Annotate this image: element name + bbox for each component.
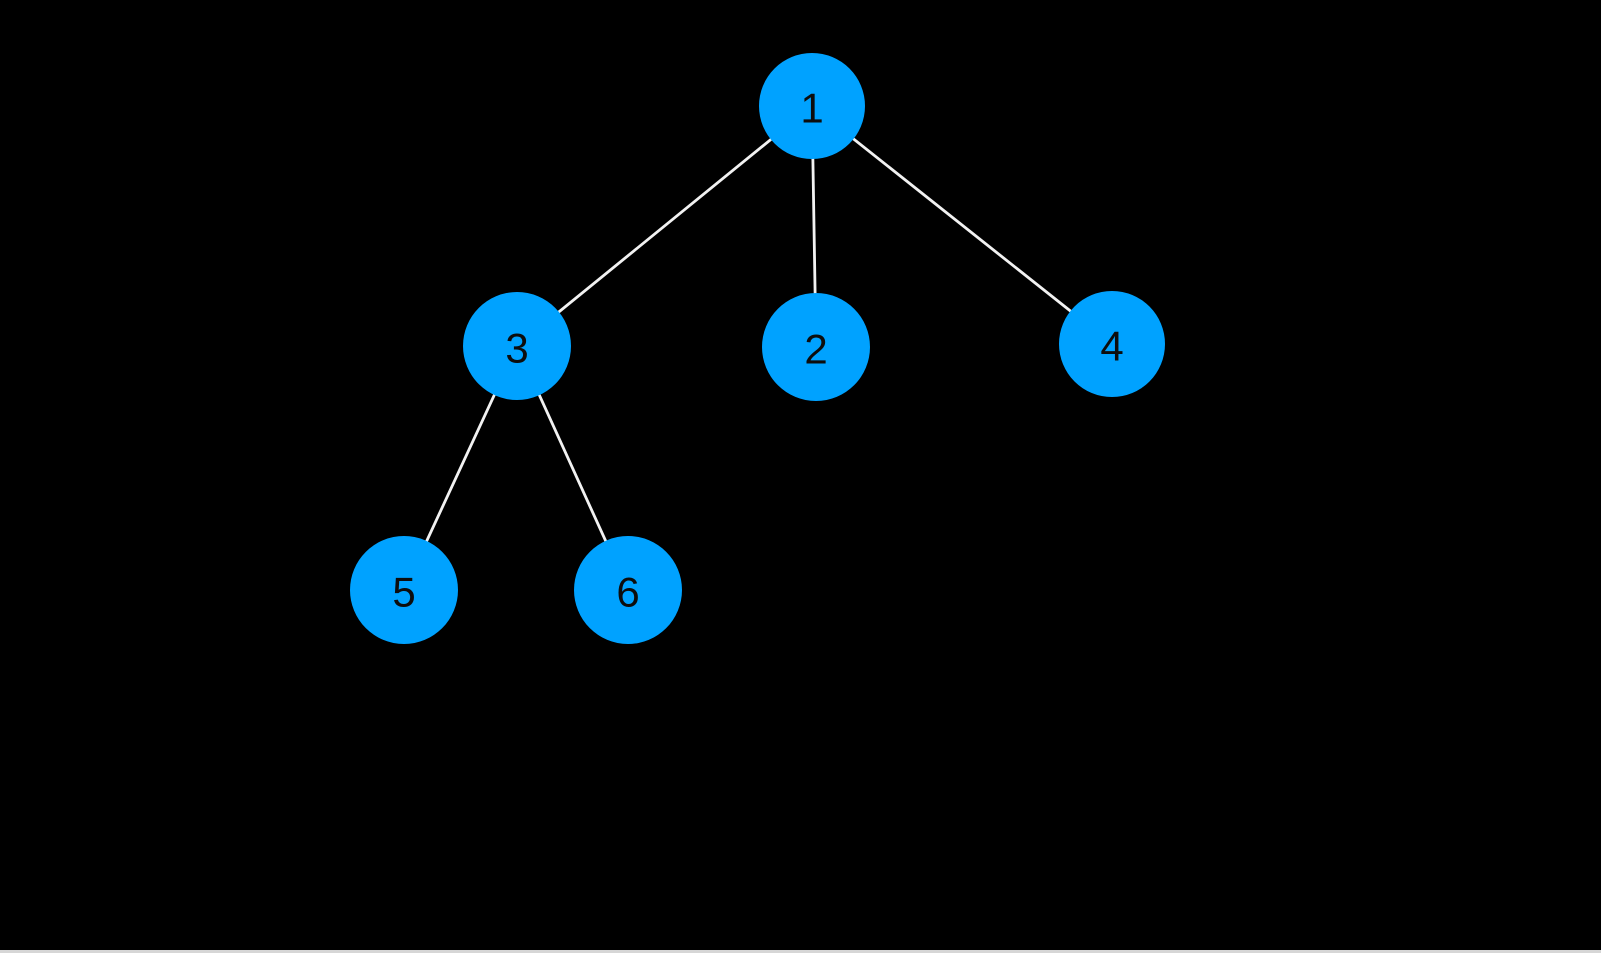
node-label-5: 5 (392, 569, 415, 616)
bottom-edge-strip (0, 950, 1601, 953)
node-circle-5[interactable] (350, 536, 458, 644)
node-label-6: 6 (616, 569, 639, 616)
graph-node-2[interactable]: 2 (762, 293, 870, 401)
node-circle-4[interactable] (1059, 291, 1165, 397)
graph-node-3[interactable]: 3 (463, 292, 571, 400)
node-label-3: 3 (505, 325, 528, 372)
graph-edge-1-4 (810, 104, 1114, 346)
node-label-1: 1 (800, 85, 823, 132)
graph-node-4[interactable]: 4 (1059, 291, 1165, 397)
graph-node-6[interactable]: 6 (574, 536, 682, 644)
graph-node-5[interactable]: 5 (350, 536, 458, 644)
node-circle-6[interactable] (574, 536, 682, 644)
node-label-4: 4 (1100, 323, 1123, 370)
graph-edge-1-3 (515, 104, 814, 348)
node-circle-3[interactable] (463, 292, 571, 400)
node-circle-1[interactable] (759, 53, 865, 159)
node-circle-2[interactable] (762, 293, 870, 401)
node-label-2: 2 (804, 326, 827, 373)
graph-node-1[interactable]: 1 (759, 53, 865, 159)
